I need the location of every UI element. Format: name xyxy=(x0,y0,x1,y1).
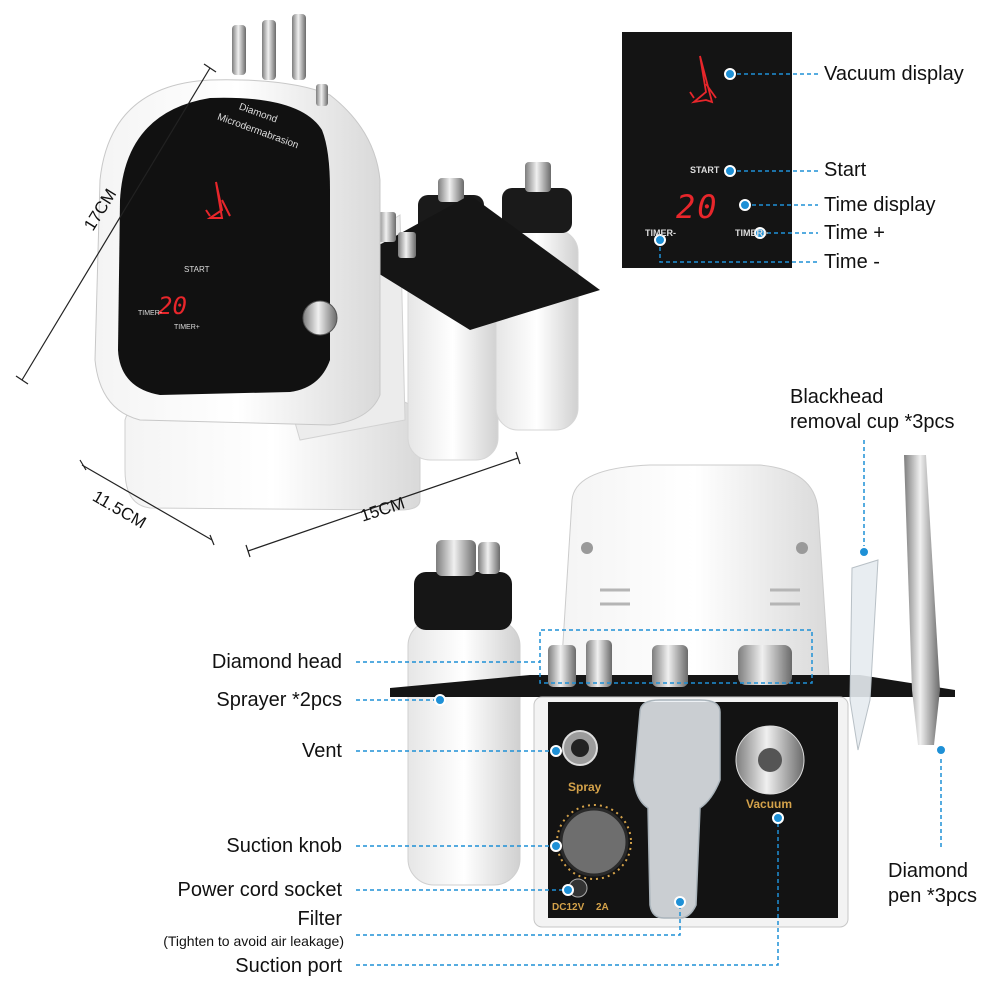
inset-timer-plus: TIMER+ xyxy=(735,228,769,238)
device-timer-minus: TIMER- xyxy=(138,310,163,317)
label-blackhead-line1: Blackhead xyxy=(790,386,884,408)
front-vacuum-label: Vacuum xyxy=(746,797,793,811)
front-spray-label: Spray xyxy=(568,780,602,794)
device-front-view xyxy=(390,455,955,928)
label-filter-note: (Tighten to avoid air leakage) xyxy=(163,933,344,949)
suction-knob-dial xyxy=(559,807,629,877)
front-power-label: DC12V xyxy=(552,902,585,913)
filter-cup xyxy=(633,699,721,919)
device-timer-digits: 20 xyxy=(158,292,187,320)
vacuum-gauge-icon xyxy=(205,181,231,219)
front-amp-label: 2A xyxy=(596,902,609,913)
label-time-display: Time display xyxy=(824,194,936,216)
label-diamond-pen-line1: Diamond xyxy=(888,860,969,882)
inset-timer-minus: TIMER- xyxy=(645,228,676,238)
callout-dots xyxy=(434,68,947,908)
label-time-minus: Time - xyxy=(824,251,880,273)
device-timer-plus: TIMER+ xyxy=(174,324,200,331)
callout-lines xyxy=(356,73,942,966)
side-knob xyxy=(302,300,338,336)
label-blackhead-line2: removal cup *3pcs xyxy=(790,411,955,433)
label-sprayer: Sprayer *2pcs xyxy=(216,689,342,711)
label-filter: Filter xyxy=(297,908,342,930)
label-suction-port: Suction port xyxy=(235,955,342,977)
label-vent: Vent xyxy=(301,740,342,762)
device-start-label: START xyxy=(184,265,210,274)
label-diamond-pen-line2: pen *3pcs xyxy=(888,885,977,907)
label-power-cord-socket: Power cord socket xyxy=(177,879,342,901)
label-suction-knob: Suction knob xyxy=(226,835,342,857)
label-start: Start xyxy=(824,159,867,181)
inset-start-label: START xyxy=(690,165,720,175)
label-vacuum-display: Vacuum display xyxy=(824,63,964,85)
inset-timer-digits: 20 xyxy=(676,188,719,226)
label-diamond-head: Diamond head xyxy=(211,651,342,673)
label-time-plus: Time + xyxy=(824,222,885,244)
device-angled-view xyxy=(94,14,600,511)
dimension-lines xyxy=(15,63,521,558)
